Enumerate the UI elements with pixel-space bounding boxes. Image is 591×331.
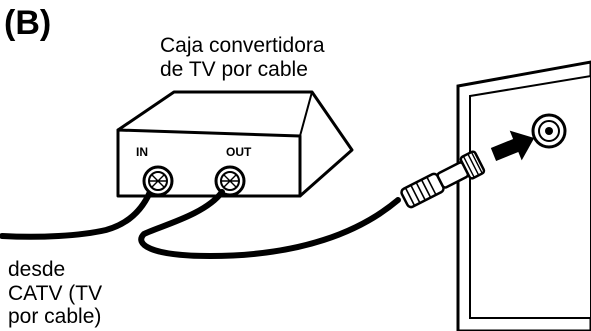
converter-box-title-line1: Caja convertidora [160,34,325,57]
source-label-line3: por cable) [8,305,102,329]
converter-box-title-line2: de TV por cable [160,57,308,81]
coax-plug [400,150,486,209]
tv-antenna-terminal [531,113,567,149]
source-label-line1: desde [8,258,66,281]
figure-label: (B) [4,4,52,42]
output-cable [138,189,401,260]
source-label-line2: CATV (TV [8,281,103,305]
port-out-label: OUT [226,145,252,159]
in-connector [0,165,174,240]
port-in-label: IN [136,145,148,159]
insert-arrow-icon [490,130,535,161]
out-connector [214,165,246,197]
tv-back-panel [456,60,591,331]
converter-box [116,90,354,198]
